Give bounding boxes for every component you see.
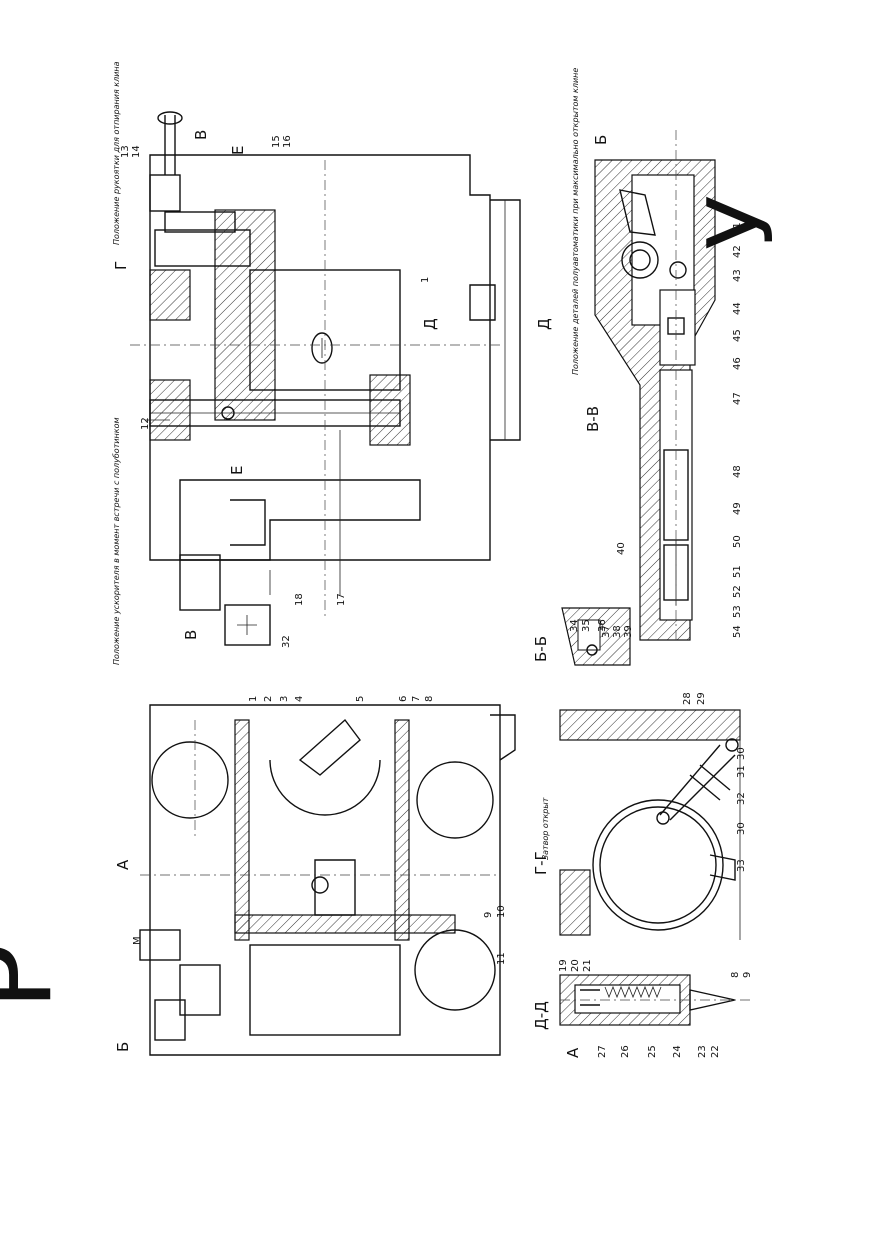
- part-number: 23: [697, 1045, 708, 1058]
- part-number: 2: [263, 696, 274, 702]
- part-number: 25: [647, 1045, 658, 1058]
- part-number: 51: [732, 565, 743, 578]
- cut-letter-d2: Д: [535, 318, 553, 330]
- part-number: 48: [732, 465, 743, 478]
- part-number: 1: [248, 696, 259, 702]
- part-number: 42: [732, 245, 743, 258]
- part-number: 18: [294, 593, 305, 606]
- section-gg: [559, 709, 741, 940]
- part-number: 49: [732, 502, 743, 515]
- part-number: 33: [736, 859, 747, 872]
- cut-letter-v: В: [192, 130, 210, 140]
- part-number: 43: [732, 269, 743, 282]
- part-number: 40: [616, 542, 627, 555]
- section-dd: [559, 974, 750, 1026]
- part-number: 11: [496, 952, 507, 965]
- part-number: 27: [597, 1045, 608, 1058]
- top-view-labels: 1 12 13 14 15 16 17 18 32: [120, 135, 431, 648]
- part-number: 45: [732, 329, 743, 342]
- part-number: 32: [281, 635, 292, 648]
- part-number: 28: [682, 692, 693, 705]
- stamp-top-right: У: [689, 195, 794, 250]
- part-number: 44: [732, 302, 743, 315]
- part-number: 54: [732, 625, 743, 638]
- part-number: 32: [736, 792, 747, 805]
- part-number: 31: [736, 765, 747, 778]
- section-title-gg: Г-Г: [532, 851, 550, 875]
- part-number: 9: [483, 912, 494, 918]
- scale-numerator: 8: [730, 972, 741, 978]
- part-number: 20: [570, 959, 581, 972]
- note-semi-auto-parts: Положение деталей полуавтоматики при мак…: [571, 68, 580, 375]
- section-dd-labels: 19 20 21 22 23 24 25 26 27: [558, 959, 721, 1058]
- part-number: 52: [732, 585, 743, 598]
- section-bb: [561, 607, 631, 666]
- part-number: 17: [336, 593, 347, 606]
- part-number: 6: [398, 696, 409, 702]
- cut-letter-b2: Б: [114, 1042, 132, 1052]
- part-number: 5: [355, 696, 366, 702]
- part-number: 29: [696, 692, 707, 705]
- top-view: [130, 111, 521, 646]
- part-number: 50: [732, 535, 743, 548]
- scale-denominator: 9: [742, 972, 753, 978]
- cut-letter-g: Г: [112, 261, 130, 270]
- cut-letter-v2: В: [182, 630, 200, 640]
- part-number: 26: [620, 1045, 631, 1058]
- part-number: 41: [732, 222, 743, 235]
- part-number: 30: [736, 822, 747, 835]
- cut-letter-m: М: [132, 936, 143, 945]
- part-number: 1: [420, 277, 431, 283]
- part-number: 3: [279, 696, 290, 702]
- part-number: 7: [411, 696, 422, 702]
- cut-letter-d: Д: [421, 318, 439, 330]
- cut-markers-top: Г В Е Д Е В Д: [112, 130, 553, 640]
- part-number: 46: [732, 357, 743, 370]
- part-number: 15: [271, 135, 282, 148]
- part-number: 22: [710, 1045, 721, 1058]
- part-number: 14: [131, 145, 142, 158]
- part-number: 19: [558, 959, 569, 972]
- note-handle-position: Положение рукоятки для отпирания клина: [112, 61, 121, 245]
- part-number: 4: [294, 696, 305, 702]
- part-number: 24: [672, 1045, 683, 1058]
- part-number: 10: [496, 905, 507, 918]
- part-number: 47: [732, 392, 743, 405]
- cut-letter-e: Е: [229, 146, 247, 155]
- part-number: 12: [140, 417, 151, 430]
- part-number: 16: [282, 135, 293, 148]
- section-title-dd: Д-Д: [532, 1001, 550, 1030]
- part-number: 34: [569, 619, 580, 632]
- cut-letter-a: А: [114, 859, 132, 870]
- part-number: 53: [732, 605, 743, 618]
- part-number: 8: [424, 696, 435, 702]
- front-view: [139, 704, 516, 1056]
- part-number: 35: [581, 619, 592, 632]
- section-gg-labels: 28 29 30 30 31 32 33: [682, 692, 747, 872]
- section-title-vv: В-В: [584, 406, 602, 432]
- section-vv: [594, 130, 716, 641]
- part-number: 21: [582, 959, 593, 972]
- part-number: 36: [597, 619, 608, 632]
- note-accelerator-position: Положение ускорителя в момент встречи с …: [112, 417, 121, 665]
- section-title-bb: Б-Б: [532, 636, 550, 662]
- cut-letter-e2: Е: [228, 466, 246, 475]
- stamp-bottom-left: Р: [0, 944, 76, 1010]
- part-number: 13: [120, 145, 131, 158]
- part-number: 30: [736, 747, 747, 760]
- cut-letter-b: Б: [592, 135, 610, 145]
- note-breech-open: Затвор открыт: [541, 797, 550, 860]
- cut-letter-a2: А: [564, 1047, 582, 1058]
- front-view-labels: 1 2 3 4 5 6 7 8 9 10 11: [248, 696, 507, 965]
